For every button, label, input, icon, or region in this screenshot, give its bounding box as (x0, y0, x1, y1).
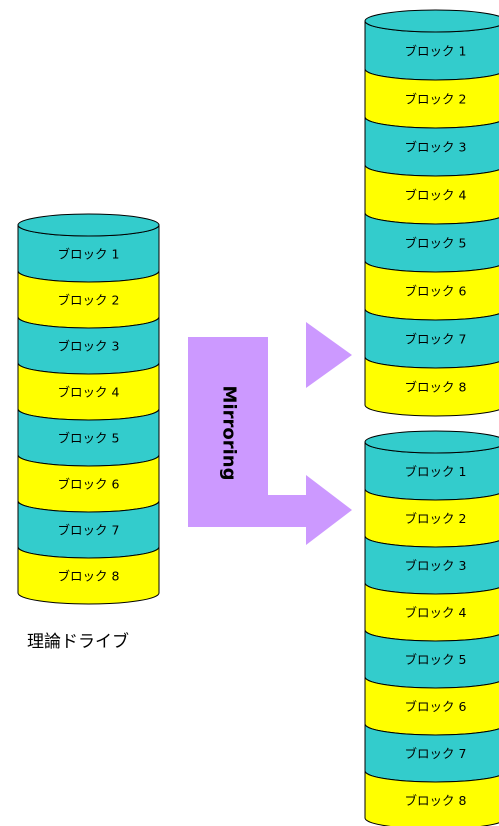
disk-top-cap (364, 430, 499, 454)
block-label: ブロック 7 (405, 746, 467, 761)
block-label: ブロック 6 (58, 477, 120, 492)
logical-drive-caption: 理論ドライブ (27, 631, 129, 652)
block-label: ブロック 4 (405, 605, 467, 620)
mirroring-arrow: Mirroring (188, 322, 352, 545)
block-label: ブロック 5 (405, 236, 467, 251)
block-label: ブロック 2 (58, 293, 120, 308)
block-label: ブロック 3 (405, 558, 467, 573)
block-label: ブロック 5 (405, 652, 467, 667)
block-label: ブロック 1 (58, 247, 120, 262)
block-label: ブロック 3 (405, 140, 467, 155)
block-label: ブロック 8 (58, 569, 120, 584)
block-label: ブロック 8 (405, 380, 467, 395)
block-label: ブロック 4 (405, 188, 467, 203)
mirror-drive-2-cylinder: ブロック 1 ブロック 2 ブロック 3 ブロック 4 ブロック 5 ブロック 6 ブロック… (364, 430, 499, 826)
block-label: ブロック 4 (58, 385, 120, 400)
mirror-drive-1-cylinder: ブロック 1 ブロック 2 ブロック 3 ブロック 4 ブロック 5 ブロック 6 ブロック… (364, 9, 499, 417)
block-label: ブロック 6 (405, 284, 467, 299)
logical-drive-cylinder: ブロック 1 ブロック 2 ブロック 3 ブロック 4 ブロック 5 ブロック 6 ブロック… (17, 213, 160, 605)
block-label: ブロック 1 (405, 464, 467, 479)
disk-block-segment (364, 770, 499, 826)
block-label: ブロック 2 (405, 511, 467, 526)
mirroring-label: Mirroring (219, 386, 240, 481)
block-label: ブロック 1 (405, 44, 467, 59)
disk-block-segment (364, 356, 499, 417)
block-label: ブロック 5 (58, 431, 120, 446)
block-label: ブロック 7 (405, 332, 467, 347)
forked-right-arrow-icon (188, 322, 352, 545)
block-label: ブロック 3 (58, 339, 120, 354)
block-label: ブロック 2 (405, 92, 467, 107)
block-label: ブロック 8 (405, 793, 467, 808)
disk-block-segment (17, 546, 160, 605)
block-label: ブロック 6 (405, 699, 467, 714)
block-label: ブロック 7 (58, 523, 120, 538)
disk-top-cap (364, 9, 499, 33)
disk-top-cap (17, 213, 160, 237)
